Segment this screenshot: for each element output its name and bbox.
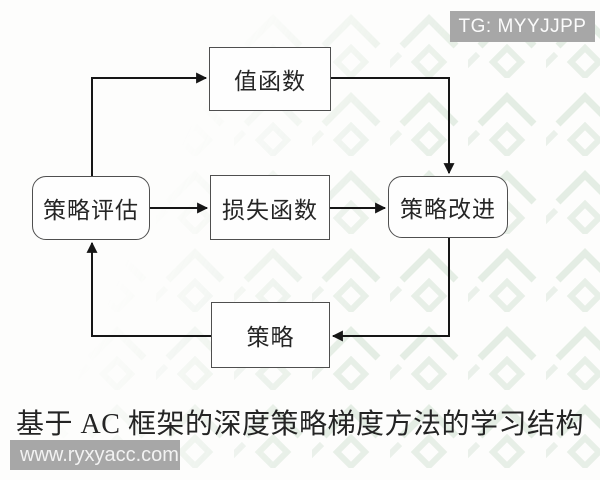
figure-caption: 基于 AC 框架的深度策略梯度方法的学习结构: [16, 409, 584, 440]
node-value-function-label: 值函数: [234, 69, 306, 94]
node-policy-evaluation-label: 策略评估: [43, 198, 139, 223]
node-policy-label: 策略: [246, 325, 295, 350]
edge-value-function-to-policy-improvement: [331, 77, 455, 175]
edge-policy-to-policy-evaluation: [86, 241, 211, 337]
node-policy: 策略: [211, 302, 330, 368]
node-policy-evaluation: 策略评估: [32, 176, 150, 240]
edge-policy-improvement-to-policy: [331, 238, 450, 342]
node-policy-improvement: 策略改进: [388, 176, 508, 238]
site-watermark-badge: www.ryxyacc.com: [10, 440, 180, 470]
node-value-function: 值函数: [209, 47, 331, 111]
edge-policy-evaluation-to-value-function: [91, 72, 208, 176]
node-loss-function-label: 损失函数: [222, 197, 318, 223]
tg-badge: TG: MYYJJPP: [450, 11, 595, 42]
node-policy-improvement-label: 策略改进: [400, 197, 496, 222]
node-loss-function: 损失函数: [210, 175, 330, 240]
